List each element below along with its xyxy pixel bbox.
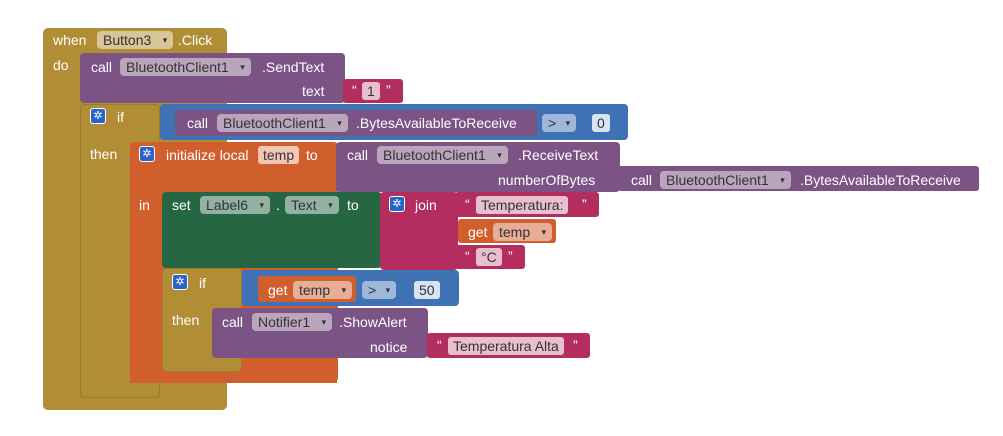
- notice-param-label: notice: [370, 339, 408, 355]
- temp-variable-dropdown[interactable]: temp ▾: [293, 281, 353, 299]
- bytes-available-method: .BytesAvailableToReceive: [356, 115, 517, 131]
- chevron-down-icon: ▾: [162, 35, 168, 45]
- receive-text-method: .ReceiveText: [518, 147, 599, 163]
- set-label: set: [172, 197, 191, 213]
- chevron-down-icon: ▾: [541, 227, 547, 237]
- then-label: then: [172, 312, 200, 328]
- if-label: if: [117, 109, 124, 125]
- initialize-local-label: initialize local: [166, 147, 249, 163]
- set-label6-text-block[interactable]: [162, 192, 382, 268]
- text-param-label: text: [302, 83, 325, 99]
- temp-dropdown-value: temp: [499, 224, 531, 240]
- get-label: get: [468, 224, 488, 240]
- text-literal-value-1[interactable]: 1: [362, 82, 380, 100]
- when-label: when: [53, 32, 87, 48]
- text-property-value: Text: [291, 197, 317, 213]
- bluetoothclient1-dropdown-value: BluetoothClient1: [666, 172, 769, 188]
- temp-dropdown-value: temp: [299, 282, 331, 298]
- then-label: then: [90, 146, 118, 162]
- notifier1-dropdown-value: Notifier1: [258, 314, 311, 330]
- if-label: if: [199, 275, 206, 291]
- number-of-bytes-label: numberOfBytes: [498, 172, 596, 188]
- bluetoothclient1-dropdown[interactable]: BluetoothClient1 ▾: [377, 146, 508, 164]
- notifier1-component-dropdown[interactable]: Notifier1 ▾: [252, 313, 333, 331]
- text-literal-temperatura[interactable]: Temperatura:: [476, 196, 569, 214]
- chevron-down-icon: ▾: [240, 62, 245, 72]
- button3-dropdown-value: Button3: [103, 32, 152, 48]
- open-quote-icon: “: [437, 337, 442, 353]
- send-text-method: .SendText: [262, 59, 325, 75]
- chevron-down-icon: ▾: [780, 175, 785, 185]
- gear-icon[interactable]: ✲: [172, 274, 188, 290]
- number-value-fifty[interactable]: 50: [414, 281, 440, 299]
- label6-dropdown-value: Label6: [206, 197, 249, 213]
- chevron-down-icon: ▾: [565, 118, 571, 128]
- text-property-dropdown[interactable]: Text ▾: [285, 196, 339, 214]
- chevron-down-icon: ▾: [337, 118, 342, 128]
- initialize-local-footer: [130, 372, 337, 383]
- do-label: do: [53, 57, 69, 73]
- call-label: call: [347, 147, 369, 163]
- open-quote-icon: “: [465, 248, 470, 264]
- chevron-down-icon: ▾: [497, 150, 502, 160]
- event-block-footer: [43, 398, 227, 410]
- bluetoothclient1-dropdown-value: BluetoothClient1: [126, 59, 229, 75]
- close-quote-icon: ”: [582, 196, 587, 212]
- bluetoothclient1-dropdown[interactable]: BluetoothClient1 ▾: [217, 114, 348, 132]
- close-quote-icon: ”: [508, 248, 513, 264]
- temp-variable-dropdown[interactable]: temp ▾: [493, 223, 553, 241]
- bluetoothclient1-dropdown[interactable]: BluetoothClient1 ▾: [660, 171, 791, 189]
- chevron-down-icon: ▾: [321, 317, 327, 327]
- operator-dropdown-1[interactable]: > ▾: [542, 114, 577, 132]
- bluetoothclient1-dropdown-value: BluetoothClient1: [383, 147, 486, 163]
- chevron-down-icon: ▾: [385, 285, 391, 295]
- number-value-zero[interactable]: 0: [592, 114, 610, 132]
- close-quote-icon: ”: [386, 82, 391, 98]
- call-label: call: [222, 314, 244, 330]
- call-label: call: [187, 115, 209, 131]
- to-label: to: [347, 197, 359, 213]
- bluetoothclient1-dropdown[interactable]: BluetoothClient1 ▾: [120, 58, 251, 76]
- local-var-name-field[interactable]: temp: [258, 146, 300, 164]
- label6-component-dropdown[interactable]: Label6 ▾: [200, 196, 271, 214]
- dot-separator: .: [276, 197, 280, 213]
- text-literal-temperatura-alta[interactable]: Temperatura Alta: [448, 337, 564, 355]
- to-label: to: [306, 147, 318, 163]
- gear-icon[interactable]: ✲: [90, 108, 106, 124]
- gear-icon[interactable]: ✲: [389, 196, 405, 212]
- operator-value: >: [368, 282, 377, 298]
- close-quote-icon: ”: [573, 337, 578, 353]
- gear-icon[interactable]: ✲: [139, 146, 155, 162]
- button3-component-dropdown[interactable]: Button3 ▾: [97, 31, 174, 49]
- join-label: join: [415, 197, 437, 213]
- show-alert-method: .ShowAlert: [339, 314, 407, 330]
- operator-dropdown-2[interactable]: > ▾: [362, 281, 397, 299]
- in-label: in: [139, 197, 150, 213]
- open-quote-icon: “: [465, 196, 470, 212]
- text-literal-celsius[interactable]: °C: [476, 248, 502, 266]
- bluetoothclient1-dropdown-value: BluetoothClient1: [223, 115, 326, 131]
- click-event-name: .Click: [178, 32, 213, 48]
- open-quote-icon: “: [352, 82, 357, 98]
- chevron-down-icon: ▾: [341, 285, 347, 295]
- chevron-down-icon: ▾: [259, 200, 265, 210]
- get-label: get: [268, 282, 288, 298]
- call-label: call: [91, 59, 113, 75]
- chevron-down-icon: ▾: [328, 200, 333, 210]
- call-label: call: [631, 172, 653, 188]
- bytes-available-method: .BytesAvailableToReceive: [800, 172, 961, 188]
- operator-value: >: [548, 115, 557, 131]
